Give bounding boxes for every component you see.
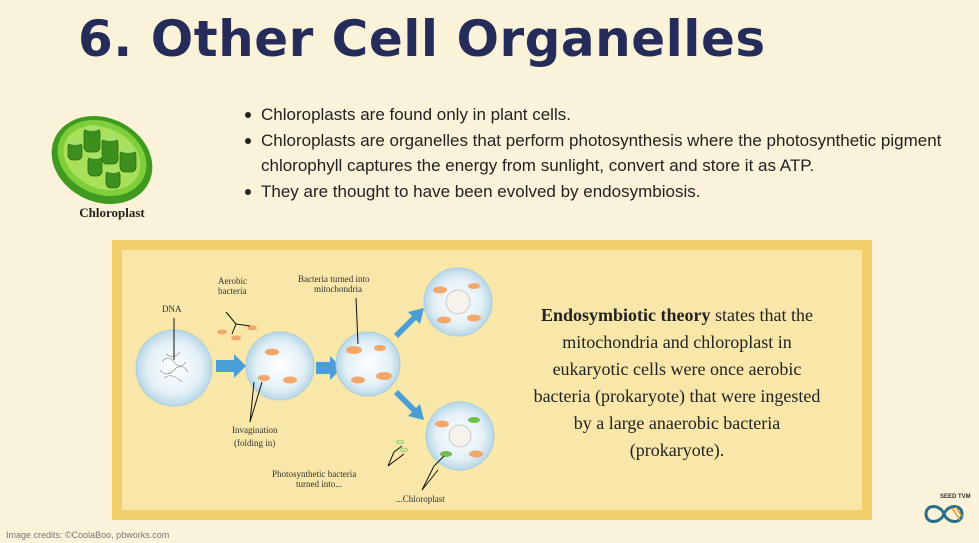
theory-bold: Endosymbiotic theory	[541, 305, 711, 325]
bullet-item: Chloroplasts are found only in plant cel…	[245, 102, 965, 128]
mitochondria-cell	[335, 331, 401, 397]
chloroplast-illustration	[51, 116, 153, 204]
logo-text: SEED TVM	[940, 494, 971, 500]
label-aerobic-1: Aerobic	[218, 276, 247, 286]
label-chloroplast: ...Chloroplast	[396, 494, 445, 504]
engulfing-cell	[245, 331, 315, 401]
label-photosynthetic-1: Photosynthetic bacteria	[272, 469, 356, 479]
label-invagination-2: (folding in)	[234, 438, 275, 448]
theory-text: Endosymbiotic theory states that the mit…	[527, 302, 827, 464]
arrow-right-icon	[216, 354, 246, 378]
page-title: 6. Other Cell Organelles	[78, 10, 766, 68]
label-dna: DNA	[162, 304, 182, 314]
arrow-up-right-icon	[394, 308, 424, 338]
bullet-list: Chloroplasts are found only in plant cel…	[245, 102, 965, 204]
endosymbiosis-diagram: DNA Aerobic bacteria Bacteria turned int…	[135, 267, 495, 504]
bullet-item: They are thought to have been evolved by…	[245, 179, 965, 205]
seed-logo-icon	[924, 505, 964, 523]
label-invagination-1: Invagination	[232, 425, 278, 435]
label-mito-1: Bacteria turned into	[298, 274, 370, 284]
label-aerobic-2: bacteria	[218, 286, 246, 296]
bullet-item: Chloroplasts are organelles that perform…	[245, 128, 965, 179]
label-photosynthetic-2: turned into...	[296, 479, 342, 489]
arrow-right-icon	[316, 356, 342, 380]
theory-rest: states that the mitochondria and chlorop…	[533, 305, 821, 460]
arrow-down-right-icon	[394, 390, 424, 420]
panel-inner: DNA Aerobic bacteria Bacteria turned int…	[122, 250, 862, 510]
endosymbiosis-panel: DNA Aerobic bacteria Bacteria turned int…	[112, 240, 872, 520]
image-credits: Image credits: ©CoolaBoo, pbworks.com	[6, 530, 170, 540]
chloroplast-label: Chloroplast	[79, 205, 145, 220]
label-mito-2: mitochondria	[314, 284, 362, 294]
